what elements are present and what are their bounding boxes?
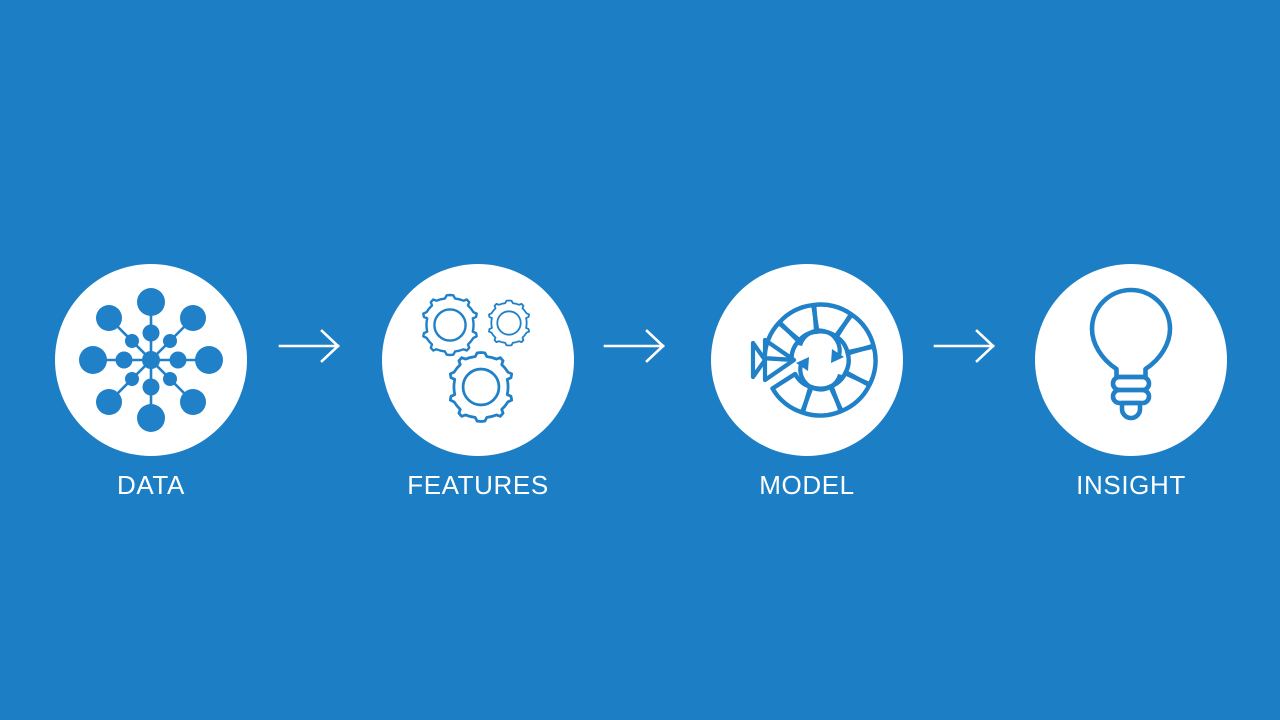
flow-step-data[interactable]: DATA	[41, 264, 261, 500]
lightbulb-icon	[1089, 287, 1173, 421]
flow-connector-1	[278, 328, 342, 364]
flow-connector-3	[933, 328, 997, 364]
flow-step-label: DATA	[117, 470, 185, 500]
icon-disc-data[interactable]	[55, 264, 247, 456]
icon-disc-insight[interactable]	[1035, 264, 1227, 456]
flow-step-label: FEATURES	[407, 470, 549, 500]
arrow-right-icon	[933, 329, 995, 363]
flow-step-features[interactable]: FEATURES	[368, 264, 588, 500]
icon-disc-features[interactable]	[382, 264, 574, 456]
arrow-right-icon	[603, 329, 665, 363]
flow-step-insight[interactable]: INSIGHT	[1021, 264, 1241, 500]
flow-step-label: INSIGHT	[1076, 470, 1186, 500]
network-nodes-icon	[79, 288, 223, 432]
gears-icon	[422, 293, 530, 423]
arrow-right-icon	[278, 329, 340, 363]
flow-step-label: MODEL	[759, 470, 855, 500]
flow-connector-2	[603, 328, 667, 364]
flow-step-model[interactable]: MODEL	[697, 264, 917, 500]
model-wheel-icon	[750, 302, 878, 418]
icon-disc-model[interactable]	[711, 264, 903, 456]
